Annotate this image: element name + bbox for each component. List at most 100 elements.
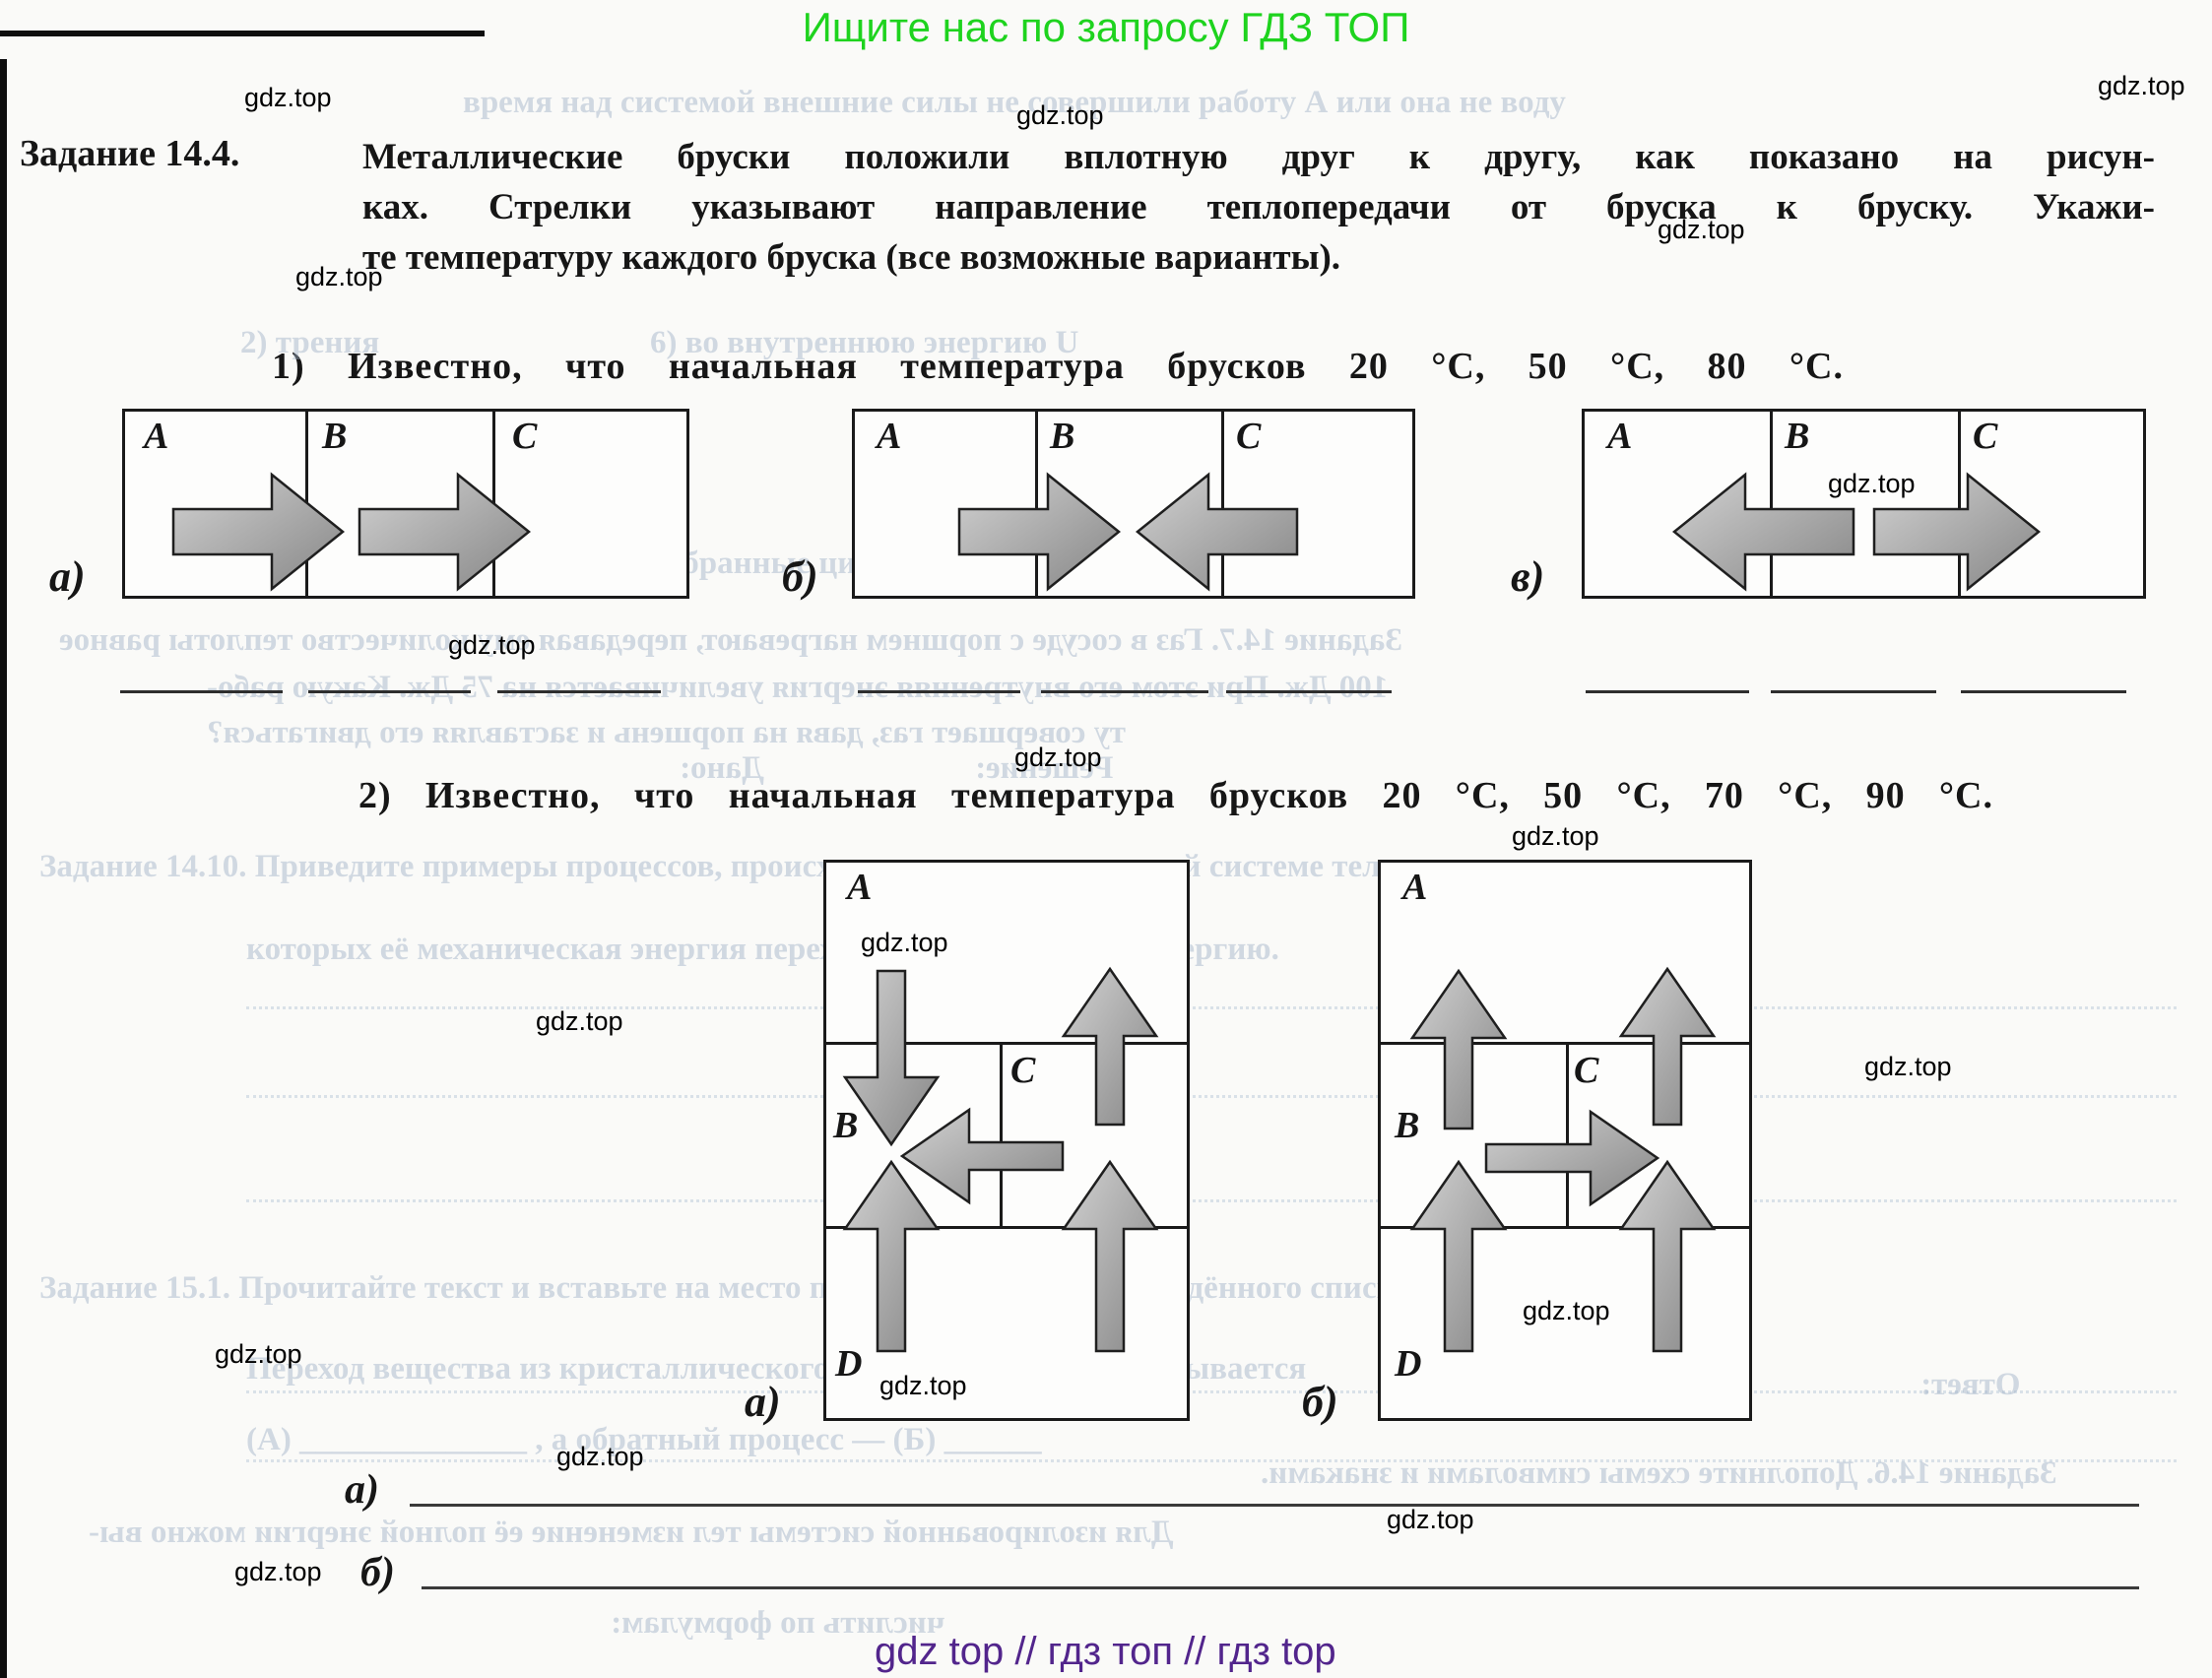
answer-blank: [1226, 690, 1392, 693]
gdz-watermark: gdz.top: [244, 83, 332, 112]
p1b-arrow-c-to-b: [1136, 472, 1299, 592]
part1-bars-box: [1582, 409, 2146, 599]
diagram-label: а): [49, 552, 86, 601]
task-text-line-3: те температуру каждого бруска (все возмо…: [362, 237, 1341, 278]
part2-heading: 2) Известно, что начальная температура б…: [358, 775, 1993, 816]
scan-top-edge: [0, 31, 485, 36]
gdz-watermark: gdz.top: [234, 1557, 322, 1586]
bar-label-A: A: [847, 867, 873, 908]
bleedthrough-rule: [246, 1006, 2177, 1009]
gdz-watermark: gdz.top: [556, 1442, 644, 1471]
answer-blank: [1771, 690, 1936, 693]
p2a-arrow-c-to-a: [1061, 966, 1159, 1127]
gdz-watermark: gdz.top: [1658, 215, 1745, 244]
answer-blank: [1041, 690, 1208, 693]
p2b-arrow-b-to-c: [1484, 1109, 1660, 1207]
p2a-arrow-d-to-b: [842, 1159, 941, 1353]
bleedthrough-text: 6) во внутреннюю энергию U: [650, 325, 1079, 360]
p2b-arrow-d-to-c: [1618, 1159, 1717, 1353]
bar-label-B: B: [1050, 416, 1075, 457]
p2b-arrow-d-to-b: [1409, 1159, 1508, 1353]
bar-divider: [1000, 1042, 1003, 1226]
scan-left-edge: [0, 59, 7, 1678]
bar-label-B: B: [833, 1105, 859, 1146]
p2b-arrow-b-to-a: [1409, 968, 1508, 1130]
bar-label-C: C: [1973, 416, 1998, 457]
p1b-arrow-a-to-b: [957, 472, 1121, 592]
answer-row-label: а): [345, 1467, 379, 1513]
diagram-label: а): [745, 1378, 781, 1426]
p2a-arrow-a-to-b: [842, 969, 941, 1147]
bar-label-C: C: [1574, 1050, 1599, 1091]
bar-divider: [825, 1226, 1188, 1229]
bar-label-B: B: [1785, 416, 1810, 457]
answer-blank: [858, 690, 1020, 693]
answer-blank: [1586, 690, 1749, 693]
part2-bars-box: [1378, 860, 1752, 1421]
bleedthrough-rule: [246, 1095, 2177, 1098]
bar-label-A: A: [877, 416, 902, 457]
gdz-watermark: gdz.top: [1387, 1505, 1474, 1534]
task-text-line-2: ках. Стрелки указывают направление тепло…: [362, 187, 2155, 227]
bar-label-C: C: [1236, 416, 1262, 457]
answer-row-line: [410, 1504, 2139, 1507]
bar-label-C: C: [512, 416, 538, 457]
gdz-watermark: gdz.top: [215, 1339, 302, 1369]
diagram-label: б): [782, 552, 818, 601]
bar-divider: [1380, 1042, 1750, 1045]
p1a-arrow-a-to-b: [171, 472, 345, 592]
bleedthrough-text: Задание 14.10. Приведите примеры процесс…: [39, 849, 1453, 884]
bar-label-A: A: [1402, 867, 1428, 908]
gdz-watermark: gdz.top: [1523, 1296, 1610, 1325]
bar-label-D: D: [835, 1343, 863, 1385]
p1v-arrow-b-to-c: [1872, 472, 2041, 592]
bar-label-D: D: [1395, 1343, 1422, 1385]
task-text-line-1: Металлические бруски положили вплотную д…: [362, 137, 2155, 177]
part1-bars-box: [852, 409, 1415, 599]
bar-divider: [825, 1042, 1188, 1045]
part1-bars-box: [122, 409, 689, 599]
promo-header-text: Ищите нас по запросу ГДЗ ТОП: [802, 4, 1410, 50]
diagram-label: б): [1302, 1378, 1338, 1426]
gdz-watermark: gdz.top: [1014, 742, 1102, 772]
answer-blank: [497, 690, 661, 693]
diagram-label: в): [1511, 552, 1545, 601]
p2a-arrow-d-to-c: [1061, 1159, 1159, 1353]
gdz-watermark: gdz.top: [1512, 821, 1599, 851]
answer-row-label: б): [360, 1550, 395, 1595]
gdz-watermark: gdz.top: [861, 928, 948, 957]
part1-heading: 1) Известно, что начальная температура б…: [272, 346, 1844, 387]
task-number-label: Задание 14.4.: [20, 133, 240, 174]
answer-blank: [1961, 690, 2126, 693]
gdz-watermark: gdz.top: [536, 1006, 623, 1036]
bar-divider: [1958, 411, 1961, 597]
bar-label-A: A: [1607, 416, 1633, 457]
bar-divider: [1770, 411, 1773, 597]
footer-watermark-text: gdz top // гдз топ // гдз top: [875, 1630, 1336, 1673]
p2b-arrow-c-to-a: [1618, 966, 1717, 1127]
task-text: Металлические бруски положили вплотную д…: [362, 132, 2155, 283]
gdz-watermark: gdz.top: [879, 1371, 967, 1400]
p2a-arrow-c-to-b: [899, 1107, 1065, 1205]
bar-label-C: C: [1010, 1050, 1036, 1091]
gdz-watermark: gdz.top: [2098, 71, 2185, 100]
gdz-watermark: gdz.top: [448, 630, 536, 660]
bar-label-A: A: [144, 416, 169, 457]
bleedthrough-rule: [246, 1459, 2177, 1462]
bar-divider: [1566, 1042, 1569, 1226]
bleedthrough-rule: [246, 1199, 2177, 1202]
bar-label-B: B: [1395, 1105, 1420, 1146]
gdz-watermark: gdz.top: [1864, 1052, 1952, 1081]
bar-divider: [1035, 411, 1038, 597]
bleedthrough-rule: [246, 1390, 2177, 1393]
bleedthrough-text: (А) ______________ , а обратный процесс …: [246, 1422, 1042, 1457]
bar-divider: [1380, 1226, 1750, 1229]
p1a-arrow-b-to-c: [358, 472, 531, 592]
gdz-watermark: gdz.top: [1828, 469, 1916, 498]
gdz-watermark: gdz.top: [295, 262, 383, 291]
answer-blank: [120, 690, 283, 693]
bar-label-B: B: [322, 416, 348, 457]
bleedthrough-text: 2) трения: [240, 325, 380, 360]
